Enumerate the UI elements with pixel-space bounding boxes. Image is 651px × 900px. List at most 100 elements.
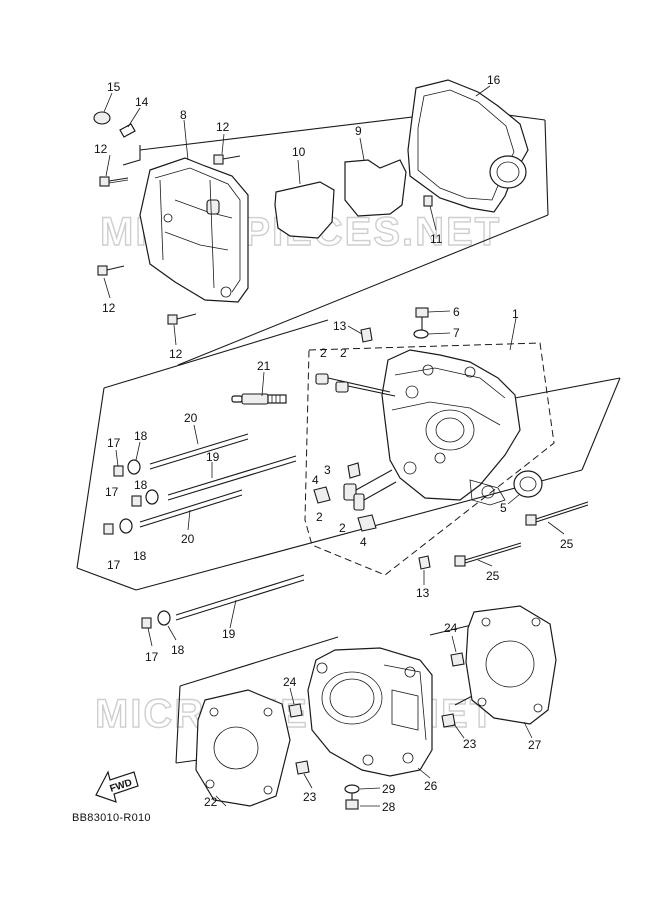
callout: 18 bbox=[171, 643, 185, 657]
callout: 13 bbox=[333, 319, 347, 333]
valve-cover-group bbox=[93, 79, 549, 366]
valve-guide-2b bbox=[335, 381, 396, 397]
cylinder-head-group bbox=[76, 307, 621, 591]
nut-17-d bbox=[141, 617, 152, 629]
dowel-13-top bbox=[360, 327, 373, 343]
callout: 12 bbox=[102, 301, 116, 315]
gasket-9 bbox=[344, 159, 407, 217]
callout: 18 bbox=[134, 429, 148, 443]
callout: 17 bbox=[107, 558, 121, 572]
callout: 20 bbox=[181, 532, 195, 546]
cylinder-group bbox=[175, 605, 557, 810]
head-assembly-outline bbox=[304, 342, 555, 576]
washer-18-a bbox=[127, 459, 141, 475]
dowel-14 bbox=[119, 123, 136, 138]
dowel-24-a bbox=[450, 652, 465, 667]
washer-18-b bbox=[145, 489, 159, 505]
washer-18-d bbox=[157, 610, 171, 626]
callout: 27 bbox=[528, 738, 542, 752]
bolt-12-bottom bbox=[167, 313, 197, 325]
spark-plug-21 bbox=[231, 393, 287, 405]
callout: 17 bbox=[145, 650, 159, 664]
callout: 8 bbox=[180, 108, 187, 122]
callout: 22 bbox=[204, 795, 218, 809]
callout: 17 bbox=[105, 485, 119, 499]
callout: 2 bbox=[340, 346, 347, 360]
cover-gasket-16 bbox=[407, 79, 529, 213]
callout: 16 bbox=[487, 73, 501, 87]
callout: 9 bbox=[355, 124, 362, 138]
callout: 23 bbox=[303, 790, 317, 804]
washer-18-c bbox=[119, 518, 133, 534]
callout: 21 bbox=[257, 359, 271, 373]
callout: 24 bbox=[444, 621, 458, 635]
nut-17-b bbox=[131, 495, 142, 507]
callout: 28 bbox=[382, 800, 396, 814]
callouts: 15 14 8 12 12 12 12 10 9 16 11 6 6 7 1 1… bbox=[94, 73, 574, 814]
forward-arrow-icon: FWD bbox=[95, 770, 139, 803]
bush-3 bbox=[347, 462, 361, 479]
oil-seal-5 bbox=[513, 470, 543, 498]
bolt-28 bbox=[345, 792, 359, 810]
callout: 19 bbox=[222, 627, 236, 641]
bolt-11 bbox=[423, 195, 433, 207]
callout: 3 bbox=[324, 463, 331, 477]
bolt-25-a bbox=[525, 501, 589, 526]
callout: 4 bbox=[312, 473, 319, 487]
callout: 25 bbox=[486, 569, 500, 583]
stud-4-b bbox=[357, 514, 377, 532]
callout: 12 bbox=[94, 142, 108, 156]
washer-7 bbox=[413, 329, 429, 339]
callout: 11 bbox=[430, 232, 443, 246]
callout: 2 bbox=[316, 510, 323, 524]
stud-20-lower bbox=[139, 489, 243, 528]
bolt-25-b bbox=[454, 542, 522, 567]
leader-lines bbox=[103, 85, 565, 807]
bolt-12-right-top bbox=[213, 154, 241, 165]
nut-17-a bbox=[113, 465, 124, 477]
diagram-reference-code: BB83010-R010 bbox=[72, 812, 151, 824]
callout: 15 bbox=[107, 80, 121, 94]
callout: 10 bbox=[292, 145, 306, 159]
callout: 18 bbox=[134, 478, 148, 492]
callout: 4 bbox=[360, 535, 367, 549]
callout: 19 bbox=[206, 450, 220, 464]
stud-19-lower bbox=[175, 574, 305, 621]
valve-cover bbox=[139, 157, 249, 303]
valve-guide-2a bbox=[315, 373, 391, 393]
washer-29 bbox=[344, 784, 360, 794]
callout: 6 bbox=[453, 305, 460, 319]
callout: 23 bbox=[463, 737, 477, 751]
dowel-23-b bbox=[295, 760, 310, 775]
stud-19-upper bbox=[167, 455, 297, 501]
bolt-6 bbox=[415, 307, 429, 330]
callout: 7 bbox=[453, 326, 460, 340]
grommet-15 bbox=[93, 111, 111, 125]
callout: 18 bbox=[133, 549, 147, 563]
dowel-13-bottom bbox=[418, 555, 431, 570]
bolt-12-left-top bbox=[99, 176, 129, 187]
cylinder-head bbox=[381, 349, 521, 506]
guide-2c bbox=[343, 469, 393, 501]
callout: 14 bbox=[135, 95, 149, 109]
callout: 12 bbox=[169, 347, 183, 361]
callout: 1 bbox=[512, 307, 519, 321]
callout: 5 bbox=[500, 501, 507, 515]
bolt-12-left-bottom bbox=[97, 265, 125, 276]
guide-2d bbox=[353, 481, 397, 511]
callout: 29 bbox=[382, 782, 396, 796]
stud-4-a bbox=[313, 486, 331, 504]
head-gasket-27 bbox=[465, 605, 557, 725]
gasket-10 bbox=[274, 181, 335, 239]
callout: 26 bbox=[424, 779, 438, 793]
callout: 17 bbox=[107, 436, 121, 450]
dowel-24-b bbox=[288, 703, 303, 718]
dowel-23-a bbox=[441, 713, 456, 728]
callout: 20 bbox=[184, 411, 198, 425]
callout: 24 bbox=[283, 675, 297, 689]
callout: 13 bbox=[416, 586, 430, 600]
stud-20-upper bbox=[149, 433, 249, 470]
callout: 2 bbox=[339, 521, 346, 535]
cylinder-block bbox=[307, 647, 433, 777]
